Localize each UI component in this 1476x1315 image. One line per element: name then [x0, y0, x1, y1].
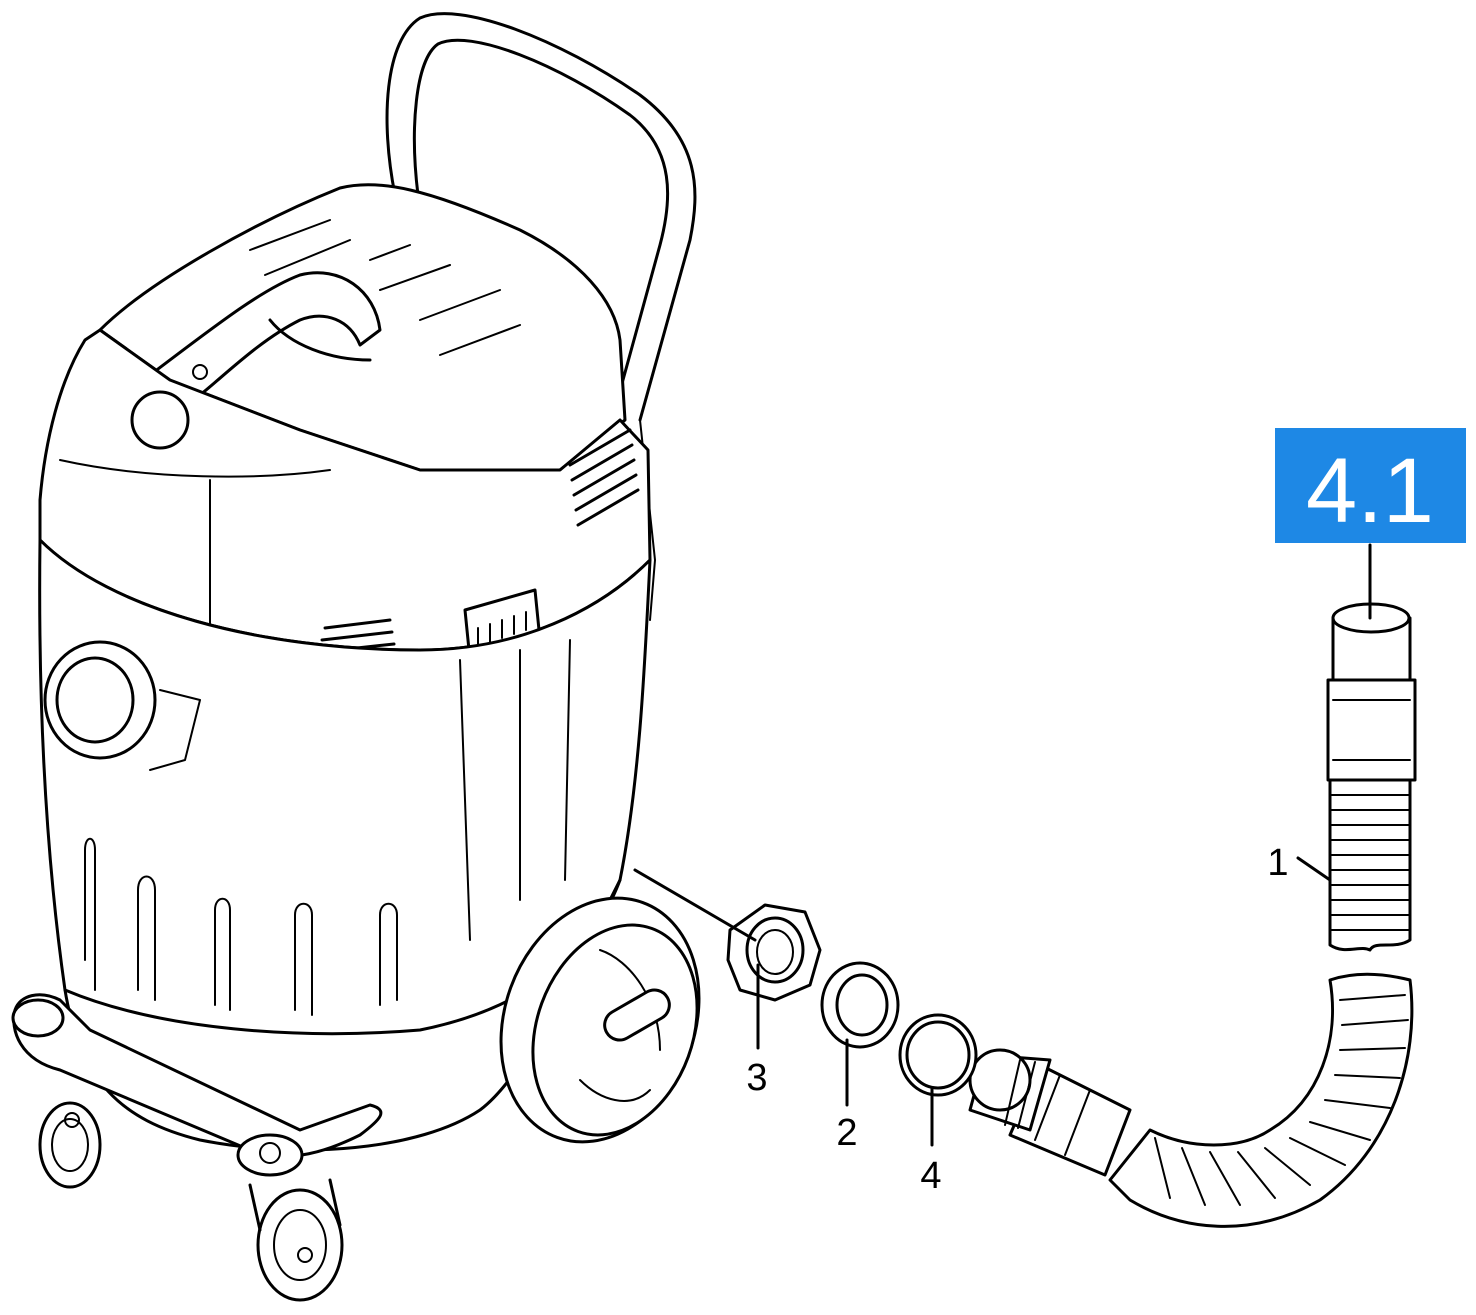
leader-lines — [633, 543, 1372, 1147]
callout-4: 4 — [920, 1155, 941, 1197]
ring-part — [820, 961, 900, 1049]
callout-labels: 1 2 3 4 — [746, 842, 1288, 1197]
section-badge: 4.1 — [1275, 428, 1466, 543]
callout-2: 2 — [836, 1112, 857, 1154]
seal-part — [898, 1013, 978, 1097]
vacuum-cleaner-illustration — [11, 12, 701, 1302]
callout-1: 1 — [1267, 842, 1288, 884]
callout-3: 3 — [746, 1057, 767, 1099]
nut-part — [726, 903, 822, 1002]
hose-assembly — [968, 602, 1417, 1228]
section-badge-text: 4.1 — [1306, 440, 1434, 542]
